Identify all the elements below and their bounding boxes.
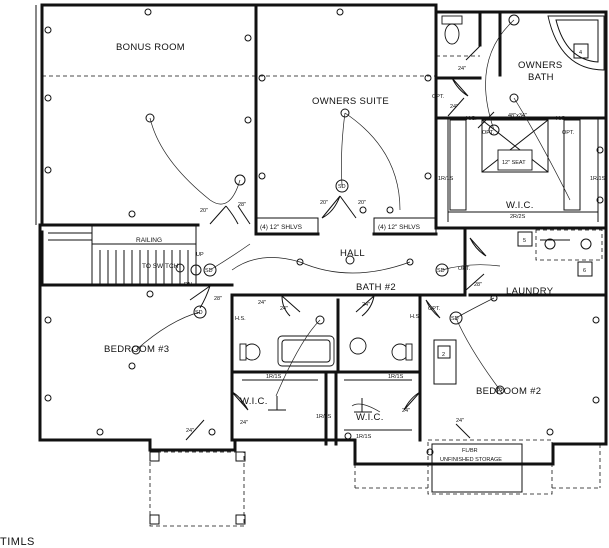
- hs-label-c: H.S.: [235, 316, 246, 322]
- railing-label: RAILING: [136, 237, 162, 244]
- dn-label: DN: [184, 282, 192, 288]
- door-28-c: 28": [214, 296, 222, 302]
- room-label-owners-bath-2: BATH: [528, 72, 554, 83]
- room-labels: BONUS ROOM OWNERS SUITE OWNERS BATH HALL…: [104, 42, 563, 423]
- stair-treads: [99, 250, 189, 285]
- shelf-label-a: 1R/1S: [438, 176, 454, 182]
- door-20-c: 20": [358, 200, 366, 206]
- opt-label-d: OPT.: [458, 266, 471, 272]
- annotations: RAILING TO SWITCH (4) 12" SHLVS (4) 12" …: [136, 50, 606, 463]
- num-6: 6: [583, 268, 586, 274]
- room-label-wic-right: W.I.C.: [356, 412, 384, 423]
- shower-size-label: 48"x34": [508, 113, 527, 119]
- interior-walls: [38, 3, 608, 495]
- room-label-owners-suite: OWNERS SUITE: [312, 96, 389, 107]
- electrical-symbols: [44, 8, 604, 456]
- room-label-wic-left: W.I.C.: [240, 396, 268, 407]
- sd-a: SD: [338, 184, 346, 190]
- opt-label-e: OPT.: [428, 306, 441, 312]
- room-label-wic-owner: W.I.C.: [506, 200, 534, 211]
- wiring: [135, 19, 571, 413]
- opt-label-b: OPT.: [482, 130, 495, 136]
- room-label-owners-bath-1: OWNERS: [518, 60, 563, 71]
- opt-label-a: OPT.: [432, 94, 445, 100]
- door-24-h: 24": [186, 428, 194, 434]
- hs-label-b: H.S.: [556, 116, 567, 122]
- door-20-a: 20": [200, 208, 208, 214]
- num-5: 5: [523, 238, 526, 244]
- hs-label-d: H.S.: [410, 314, 421, 320]
- storage-label-2: UNFINISHED STORAGE: [440, 457, 502, 463]
- door-24-d: 24": [280, 306, 288, 312]
- num-2: 2: [442, 352, 445, 358]
- dashed-lines: [42, 55, 601, 489]
- sd-c: SD: [437, 268, 445, 274]
- seat-label: 12" SEAT: [502, 160, 526, 166]
- to-switch-label: TO SWITCH: [142, 263, 179, 270]
- opt-label-c: OPT.: [562, 130, 575, 136]
- room-label-bedroom3: BEDROOM #3: [104, 344, 169, 355]
- room-label-bath2: BATH #2: [356, 282, 396, 293]
- door-24-e: 24": [362, 302, 370, 308]
- shelves-left-label: (4) 12" SHLVS: [260, 224, 303, 231]
- exterior-walls: [35, 3, 608, 466]
- door-28-a: 28": [238, 202, 246, 208]
- door-swings: [185, 45, 495, 441]
- shelf-label-c: 1R/1S: [266, 374, 282, 380]
- sd-b: SD: [205, 268, 213, 274]
- door-24-g: 24": [402, 408, 410, 414]
- porch: [149, 451, 246, 527]
- room-label-bedroom2: BEDROOM #2: [476, 386, 541, 397]
- watermark: TIMLS: [0, 536, 35, 548]
- door-24-f: 24": [240, 420, 248, 426]
- num-4: 4: [579, 50, 582, 56]
- room-label-laundry: LAUNDRY: [506, 286, 554, 297]
- shelf-label-d: 1R/1S: [316, 414, 332, 420]
- light-bars: [268, 239, 570, 413]
- storage-label-1: FL/BR: [462, 448, 478, 454]
- shelf-label-2r2s: 2R/2S: [510, 214, 526, 220]
- shelves-right-label: (4) 12" SHLVS: [378, 224, 421, 231]
- shelf-label-e: 1R/1S: [388, 374, 404, 380]
- door-20-b: 20": [320, 200, 328, 206]
- up-label: UP: [196, 252, 204, 258]
- shelf-label-b: 1R/1S: [590, 176, 606, 182]
- door-24-c: 24": [258, 300, 266, 306]
- shelf-label-f: 1R/1S: [356, 434, 372, 440]
- fixtures: [239, 15, 605, 385]
- door-24-a: 24": [458, 66, 466, 72]
- sd-d: SD: [195, 310, 203, 316]
- room-label-bonus: BONUS ROOM: [116, 42, 185, 53]
- hs-label-a: H.S.: [466, 116, 477, 122]
- door-24-b: 24": [450, 104, 458, 110]
- sd-e: SD: [451, 316, 459, 322]
- door-24-i: 24": [456, 418, 464, 424]
- door-28-b: 28": [474, 282, 482, 288]
- room-label-hall: HALL: [340, 248, 365, 259]
